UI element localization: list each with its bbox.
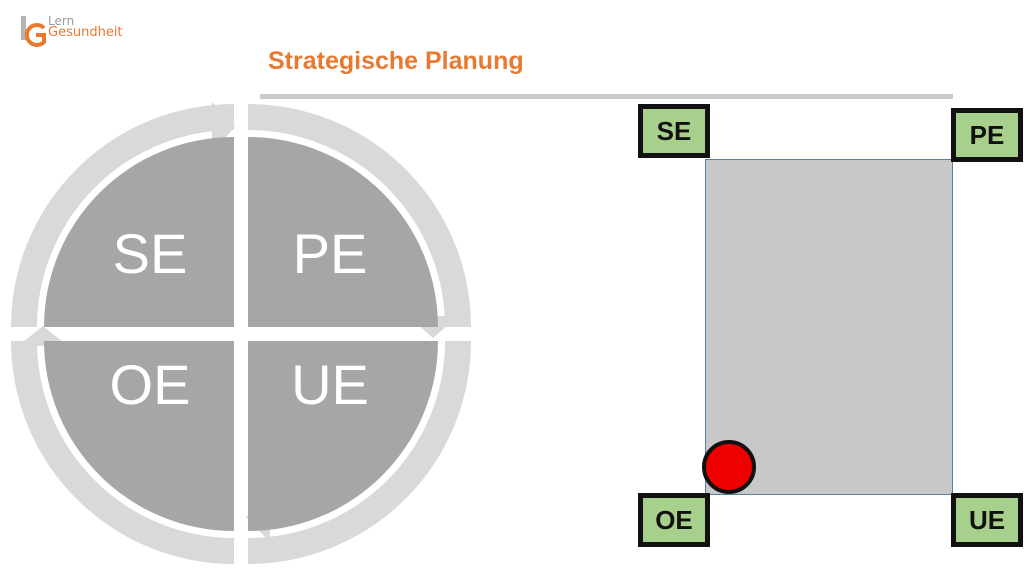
quadrant-pe-label: PE bbox=[293, 222, 368, 285]
title-divider bbox=[260, 94, 953, 99]
quadrant-ue bbox=[248, 341, 438, 531]
logo-mark-icon bbox=[21, 16, 46, 47]
corner-label-oe: OE bbox=[638, 493, 710, 547]
quadrant-oe-label: OE bbox=[110, 353, 191, 416]
cycle-arrow-ring-bottom-left bbox=[11, 340, 235, 564]
logo-text-gesundheit: Gesundheit bbox=[48, 25, 123, 40]
quadrant-se bbox=[44, 137, 234, 327]
quadrant-se-label: SE bbox=[113, 222, 188, 285]
page-title: Strategische Planung bbox=[268, 47, 524, 75]
logo-text-lern: Lern bbox=[48, 14, 75, 28]
quadrant-pe bbox=[248, 137, 438, 327]
planning-matrix bbox=[705, 159, 953, 495]
quadrant-oe bbox=[44, 341, 234, 531]
corner-label-ue: UE bbox=[951, 493, 1023, 547]
cycle-arrow-ring-top-left bbox=[11, 104, 235, 328]
cycle-arrow-ring-bottom-right bbox=[247, 340, 471, 564]
quadrant-ue-label: UE bbox=[291, 353, 369, 416]
cycle-arrow-ring-top-right bbox=[247, 104, 471, 328]
corner-label-se: SE bbox=[638, 104, 710, 158]
position-marker-dot bbox=[702, 440, 756, 494]
corner-label-pe: PE bbox=[951, 108, 1023, 162]
cycle-diagram: SE PE OE UE bbox=[11, 102, 471, 564]
logo: Lern Gesundheit bbox=[18, 14, 128, 50]
